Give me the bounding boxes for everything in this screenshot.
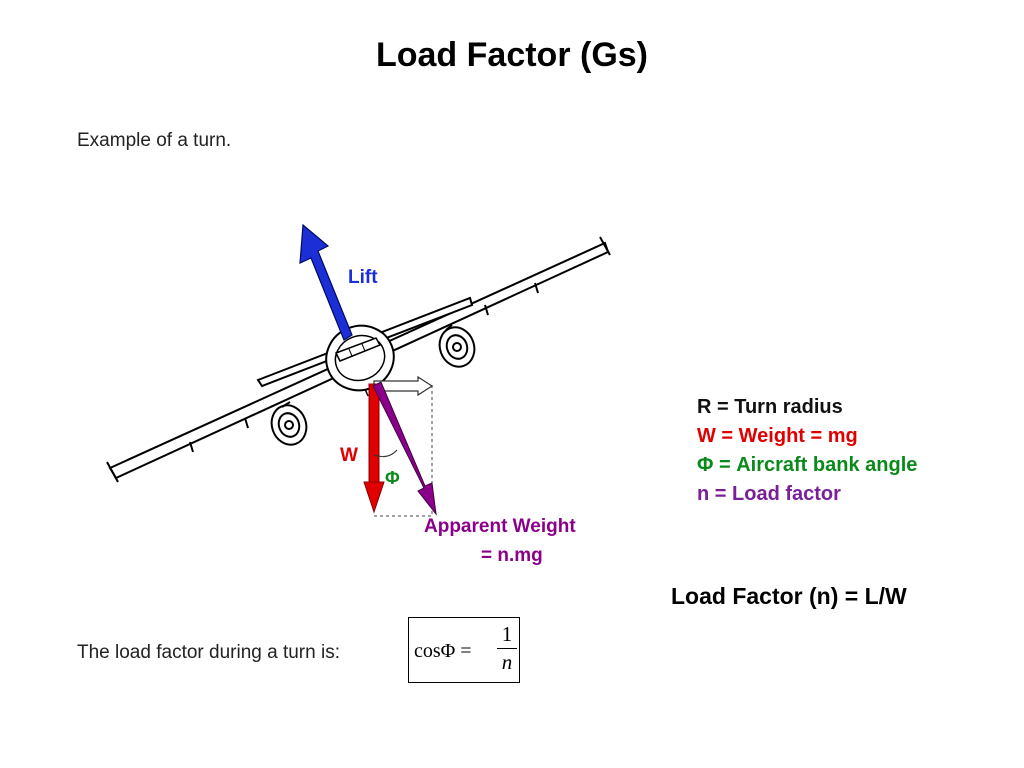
legend-item-bank-angle: Φ = Aircraft bank angle (697, 454, 918, 476)
phi-angle-arc (373, 449, 398, 458)
weight-label: W (340, 445, 358, 466)
apparent-weight-label-line2: = n.mg (481, 545, 543, 566)
page-title: Load Factor (Gs) (375, 36, 649, 74)
legend-item-load-factor: n = Load factor (697, 483, 841, 505)
apparent-weight-arrow (372, 381, 437, 516)
equation-box: cosΦ = 1 n (408, 617, 520, 683)
intro-text: Example of a turn. (77, 130, 232, 151)
cockpit-windows (334, 337, 382, 362)
left-engine (270, 401, 308, 446)
equation-numerator: 1 (501, 622, 513, 646)
right-engine (438, 324, 476, 368)
equation-fraction: 1 n (497, 622, 517, 675)
weight-arrow (363, 383, 385, 514)
load-factor-formula: Load Factor (n) = L/W (671, 583, 907, 609)
turn-load-factor-text: The load factor during a turn is: (77, 642, 340, 663)
phi-label: Φ (385, 468, 400, 488)
apparent-weight-label-line1: Apparent Weight (424, 516, 576, 537)
legend-item-weight: W = Weight = mg (697, 425, 858, 447)
fraction-bar (497, 648, 517, 649)
equation-denominator: n (501, 650, 513, 674)
legend-item-turn-radius: R = Turn radius (697, 396, 843, 418)
legend: R = Turn radius W = Weight = mg Φ = Airc… (697, 393, 917, 509)
lift-arrow (299, 223, 353, 341)
left-wingtip (106, 461, 119, 483)
aircraft-illustration (106, 236, 611, 483)
right-wingtip (599, 236, 611, 256)
equation-left: cosΦ = (414, 640, 472, 662)
lift-label: Lift (348, 267, 378, 288)
